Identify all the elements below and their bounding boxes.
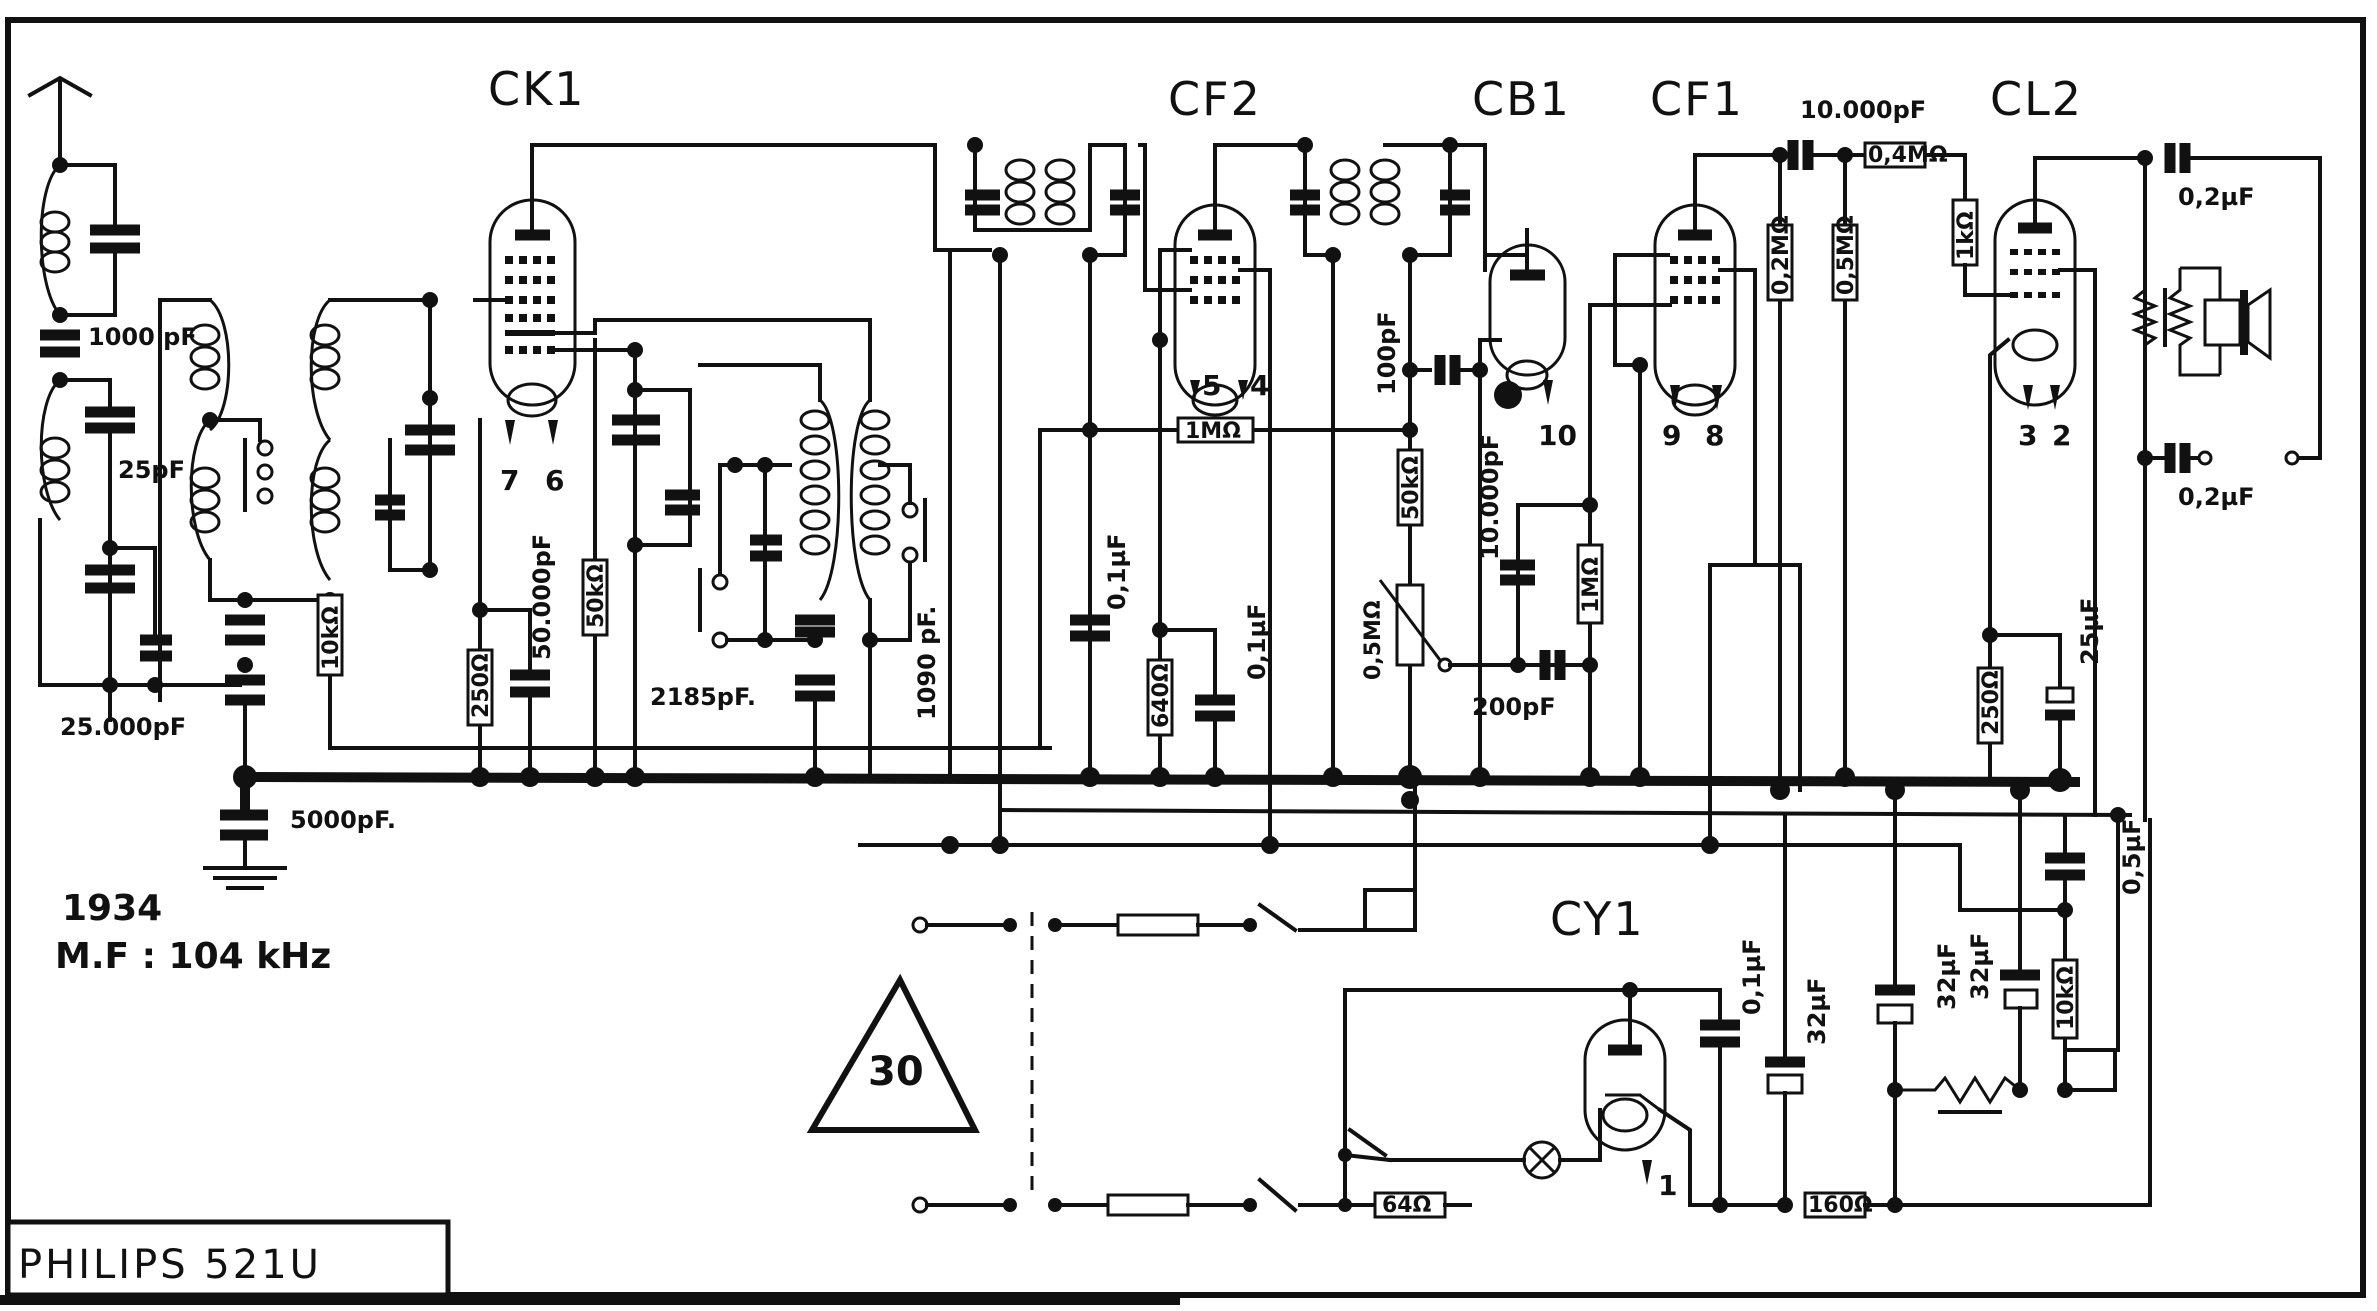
cf1-pin-9: 9	[1662, 419, 1681, 452]
cap-02uf-a-label: 0,2µF	[2178, 183, 2255, 211]
ck1-pin-7: 7	[500, 464, 519, 497]
cap-1090pf-label: 1090 pF.	[913, 606, 941, 720]
antenna-icon	[27, 75, 93, 167]
tube-ck1	[488, 143, 577, 445]
res-05m-pot-label: 0,5MΩ	[1361, 600, 1386, 680]
resistor-02m	[1766, 223, 1794, 302]
if-frequency-note: M.F : 104 kHz	[55, 936, 331, 977]
junction-dots	[470, 765, 2072, 854]
res-10k-b-label: 10kΩ	[2054, 966, 2079, 1030]
fuse	[1106, 1193, 1190, 1217]
cf2-pin-4: 4	[1250, 369, 1269, 402]
res-05m-label: 0,5MΩ	[1834, 215, 1859, 295]
cap-32uf-c-label: 32µF	[1966, 933, 1994, 1000]
cap-01uf-b-label: 0,1µF	[1243, 603, 1271, 680]
tube-cb1	[1488, 243, 1567, 409]
filter-resistor	[1895, 1075, 2021, 1105]
res-1k-label: 1kΩ	[1954, 211, 1979, 260]
resistor-10k-b	[2051, 958, 2079, 1040]
tube-cf2-label: CF2	[1168, 72, 1262, 126]
osc-transformer	[799, 409, 891, 556]
cap-25pf-label: 25pF	[118, 456, 185, 484]
cap-100pf-label: 100pF	[1373, 311, 1401, 395]
cl2-pin-2: 2	[2052, 419, 2071, 452]
power-switch[interactable]	[1257, 902, 1298, 933]
tube-cl2-label: CL2	[1990, 72, 2083, 126]
power-switch[interactable]	[1257, 1177, 1298, 1213]
res-10k-label: 10kΩ	[319, 606, 344, 670]
res-02m-label: 0,2MΩ	[1769, 215, 1794, 295]
resistor-50k-b	[1396, 448, 1424, 527]
model-title: PHILIPS 521U	[18, 1242, 322, 1288]
resistor-640	[1146, 658, 1174, 737]
resistor-50k-a	[581, 558, 609, 637]
res-1m-b-label: 1MΩ	[1579, 557, 1604, 613]
res-160-label: 160Ω	[1808, 1193, 1873, 1218]
cy1-pin-1: 1	[1658, 1169, 1677, 1202]
fuse	[1116, 913, 1200, 937]
output-transformer-secondary	[2165, 268, 2220, 377]
switch-contact	[256, 439, 274, 457]
speaker-icon	[2203, 287, 2272, 361]
year-note: 1934	[62, 888, 162, 929]
resistor-250-b	[1976, 666, 2004, 745]
cap-05uf-label: 0,5µF	[2118, 818, 2146, 895]
res-50k-a-label: 50kΩ	[584, 564, 609, 628]
resistor-250	[466, 648, 494, 727]
output-transformer-primary	[2130, 288, 2160, 347]
mains-terminal[interactable]	[911, 1196, 929, 1214]
title-box: PHILIPS 521U	[5, 1219, 451, 1298]
tube-cy1-label: CY1	[1550, 892, 1645, 946]
cap-25uf-label: 25µF	[2076, 598, 2104, 665]
tube-cy1	[1583, 1018, 1667, 1185]
bus-line-2	[997, 807, 2133, 818]
tube-cf1	[1653, 203, 1737, 417]
resistor-1m-b	[1576, 543, 1604, 625]
resistor-1k	[1951, 198, 1979, 267]
cap-10000pf-b-label: 10.000pF	[1800, 96, 1926, 124]
badge-number: 30	[868, 1049, 924, 1095]
ground-icon	[203, 838, 287, 890]
cap-32uf-a-label: 32µF	[1803, 978, 1831, 1045]
cap-5000pf-label: 5000pF.	[290, 806, 396, 834]
cf2-pin-5: 5	[1202, 369, 1221, 402]
tube-cf1-label: CF1	[1650, 72, 1744, 126]
cap-01uf-c-label: 0,1µF	[1738, 938, 1766, 1015]
res-640-label: 640Ω	[1149, 663, 1174, 728]
volume-potentiometer[interactable]	[1395, 583, 1425, 667]
cap-01uf-a-label: 0,1µF	[1103, 533, 1131, 610]
cap-10000pf-a-label: 10.000pF	[1476, 434, 1504, 560]
tube-cb1-label: CB1	[1472, 72, 1571, 126]
res-1m-a-label: 1MΩ	[1185, 419, 1241, 444]
cb1-pin-10: 10	[1538, 419, 1577, 452]
output-terminal[interactable]	[2197, 450, 2213, 466]
cl2-pin-3: 3	[2018, 419, 2037, 452]
resistor-10k	[316, 593, 344, 677]
cap-02uf-b-label: 0,2µF	[2178, 483, 2255, 511]
mains-terminal[interactable]	[911, 916, 929, 934]
tube-ck1-label: CK1	[488, 62, 586, 116]
res-250-b-label: 250Ω	[1979, 670, 2004, 735]
frame	[5, 17, 2366, 1298]
cf1-pin-8: 8	[1705, 419, 1724, 452]
warning-triangle-badge: 30	[806, 973, 980, 1133]
res-64-label: 64Ω	[1382, 1193, 1432, 1218]
res-250-label: 250Ω	[469, 653, 494, 718]
if-transformer-1	[1004, 158, 1076, 226]
antenna-coil	[39, 163, 62, 316]
ck1-pin-6: 6	[545, 464, 564, 497]
cap-1000pf-label: 1000 pF	[88, 323, 197, 351]
if-transformer-2	[1329, 158, 1401, 226]
resistor-05m	[1831, 223, 1859, 302]
pilot-lamp-icon	[1522, 1140, 1562, 1180]
cap-50000pf-label: 50.000pF	[528, 534, 556, 660]
res-50k-b-label: 50kΩ	[1399, 456, 1424, 520]
cap-200pf-label: 200pF	[1472, 693, 1556, 721]
cap-2185pf-label: 2185pF.	[650, 683, 756, 711]
cap-25000pf-label: 25.000pF	[60, 713, 186, 741]
cap-32uf-b-label: 32µF	[1933, 943, 1961, 1010]
tube-cl2	[1993, 198, 2077, 410]
output-terminal[interactable]	[2284, 450, 2300, 466]
